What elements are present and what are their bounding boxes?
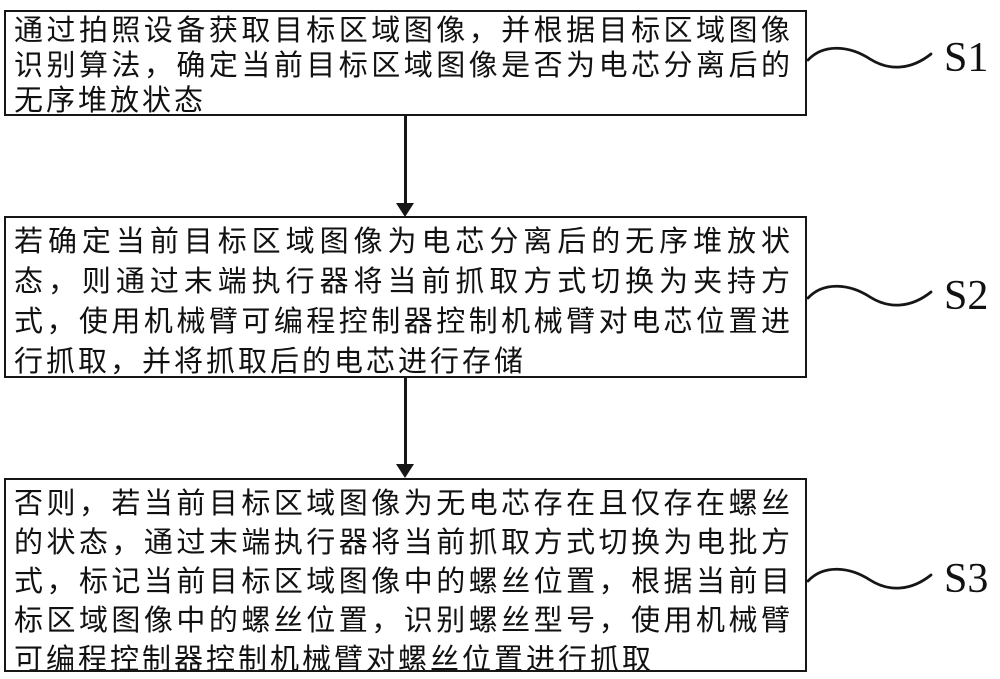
wave-connector-2-icon [806,283,934,313]
step-box-3: 否则，若当前目标区域图像为无电芯存在且仅存在螺丝的状态，通过末端执行器将当前抓取… [4,478,807,672]
wave-connector-1-icon [806,45,934,75]
step-box-1: 通过拍照设备获取目标区域图像，并根据目标区域图像识别算法，确定当前目标区域图像是… [4,10,807,116]
step-box-2: 若确定当前目标区域图像为电芯分离后的无序堆放状态，则通过末端执行器将当前抓取方式… [4,216,807,378]
wave-connector-3-icon [806,566,934,596]
step-label-s1: S1 [944,35,989,81]
arrow-1-head-icon [396,203,414,217]
step-label-s2: S2 [944,273,989,319]
arrow-2-head-icon [396,464,414,478]
step-label-s3: S3 [944,556,989,602]
arrow-2-line [404,378,407,466]
arrow-1-line [404,116,407,205]
